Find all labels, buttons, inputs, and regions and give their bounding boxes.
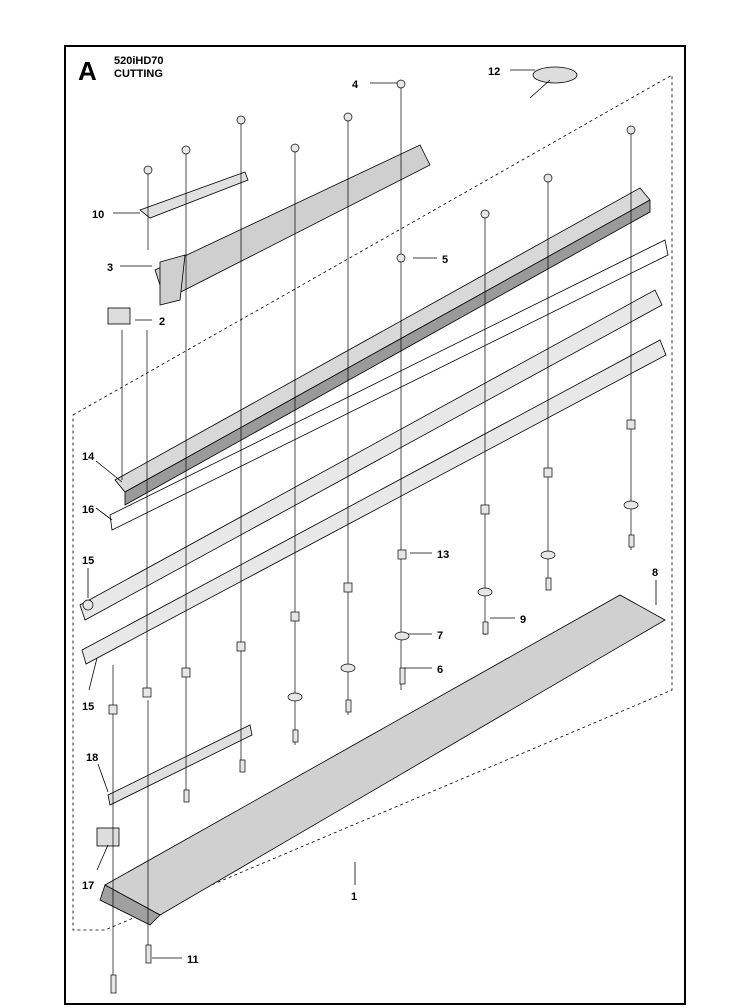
callout-1: 1 <box>351 891 357 903</box>
callout-5: 5 <box>442 254 448 266</box>
callout-leaders <box>87 69 657 959</box>
clamp-plate-part <box>139 171 249 219</box>
callout-2: 2 <box>159 316 165 328</box>
fastener-parts <box>82 79 639 994</box>
callout-4: 4 <box>352 79 359 91</box>
upper-blade-part <box>154 144 431 306</box>
callout-14: 14 <box>82 451 95 463</box>
clip-part <box>96 827 120 847</box>
section-name: CUTTING <box>114 68 163 80</box>
diagram-frame <box>64 45 686 1005</box>
callout-9: 9 <box>520 614 526 626</box>
section-letter: A <box>78 56 97 86</box>
clip-part <box>107 307 131 325</box>
callout-10: 10 <box>92 209 104 221</box>
lower-blade-part <box>79 289 667 665</box>
callout-15b: 15 <box>82 701 94 713</box>
fastener-guide-lines <box>112 85 632 990</box>
plate-strip-part <box>109 239 669 531</box>
callout-16: 16 <box>82 504 94 516</box>
callout-3: 3 <box>107 262 113 274</box>
callout-12: 12 <box>488 66 500 78</box>
tool-part <box>529 66 578 99</box>
callout-17: 17 <box>82 880 94 892</box>
callout-7: 7 <box>437 630 443 642</box>
callout-13: 13 <box>437 549 449 561</box>
callout-18: 18 <box>86 752 98 764</box>
callout-6: 6 <box>437 664 443 676</box>
callout-8: 8 <box>652 567 658 579</box>
callout-15a: 15 <box>82 555 94 567</box>
guide-bar-part <box>114 187 651 506</box>
guard-part <box>99 594 666 926</box>
callout-11: 11 <box>187 954 199 966</box>
model-label: 520iHD70 <box>114 55 164 67</box>
lower-plate-part <box>107 724 253 806</box>
